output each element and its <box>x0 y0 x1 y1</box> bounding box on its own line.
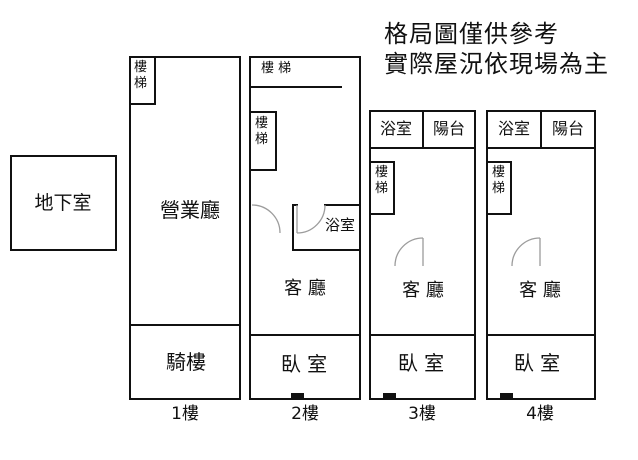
floor2-bedroom-label: 臥 室 <box>280 352 328 376</box>
floor3-number-label: 3樓 <box>408 404 436 424</box>
floor4-walls <box>486 110 596 400</box>
floor3-bedroom-label: 臥 室 <box>397 351 445 375</box>
floor4-living-label: 客 廳 <box>519 280 561 301</box>
floor3-balcony-label: 陽台 <box>432 119 465 138</box>
door-arc <box>394 237 424 267</box>
floor4-stairs-label: 樓梯 <box>491 165 505 197</box>
floor1-arcade-label: 騎樓 <box>166 350 206 374</box>
wall-mark <box>291 393 304 400</box>
floor1-hall-label: 營業廳 <box>160 198 220 222</box>
floor4-bath-label: 浴室 <box>497 119 530 138</box>
floor2-living-label: 客 廳 <box>284 278 326 299</box>
floor4-bedroom-label: 臥 室 <box>513 351 561 375</box>
floor2-stairs-label: 樓梯 <box>254 116 268 148</box>
wall-mark <box>500 393 513 400</box>
floor4-number-label: 4樓 <box>526 404 554 424</box>
floor1-walls <box>129 56 241 400</box>
door-arc <box>251 204 281 234</box>
floor3-bath-label: 浴室 <box>379 119 412 138</box>
floor2-number-label: 2樓 <box>291 404 319 424</box>
floor2-bath-label: 浴室 <box>324 216 355 234</box>
disclaimer-line-2: 實際屋況依現場為主 <box>384 50 609 78</box>
floor3-living-label: 客 廳 <box>402 280 444 301</box>
floor3-stairs-label: 樓梯 <box>374 165 388 197</box>
floor3-walls <box>369 110 476 400</box>
basement-label: 地下室 <box>34 192 92 214</box>
door-arc <box>296 204 326 234</box>
disclaimer-line-1: 格局圖僅供參考 <box>384 20 559 48</box>
floor2-stairs-top-label: 樓 梯 <box>261 61 292 76</box>
door-arc <box>511 237 541 267</box>
floor1-stairs-label: 樓梯 <box>133 60 147 92</box>
floor2-walls <box>249 56 361 400</box>
floor4-balcony-label: 陽台 <box>551 119 584 138</box>
floor1-number-label: 1樓 <box>171 404 199 424</box>
basement-walls <box>10 155 117 251</box>
wall-mark <box>383 393 396 400</box>
